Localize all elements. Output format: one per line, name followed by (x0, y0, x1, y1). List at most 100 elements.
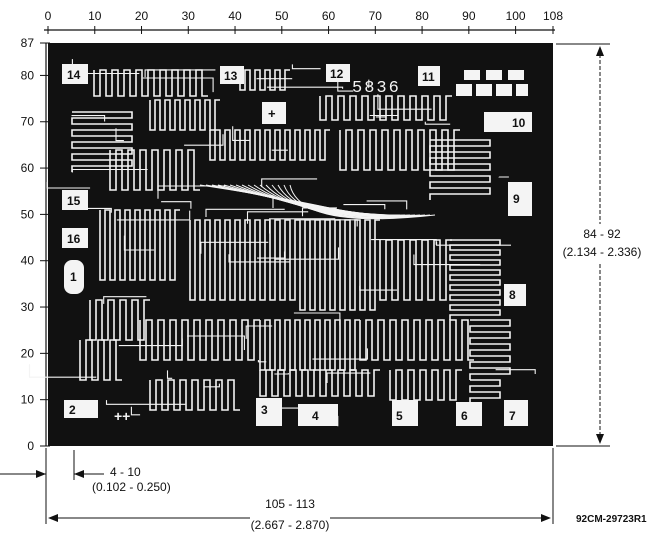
offset-label: 4 - 10 (110, 465, 141, 479)
pad-14: 14 (62, 64, 88, 84)
trace (166, 370, 173, 379)
svg-text:16: 16 (67, 232, 81, 246)
width-dimension: 105 - 113 (2.667 - 2.870) (45, 448, 554, 532)
pad-15: 15 (62, 190, 88, 210)
trace (269, 218, 336, 234)
top-tick-label: 90 (462, 9, 476, 23)
trace (296, 219, 358, 227)
trace (149, 379, 240, 411)
trace (369, 105, 399, 117)
height-dimension: 84 - 92 (2.134 - 2.336) (556, 43, 642, 447)
trace (71, 111, 133, 172)
trace (116, 210, 191, 221)
trace (265, 184, 416, 217)
top-tick-label: 100 (506, 9, 526, 23)
trace (266, 86, 344, 89)
trace (46, 181, 91, 189)
trace (259, 369, 380, 397)
trace (359, 285, 397, 291)
trace (82, 207, 112, 213)
left-tick-label: 50 (21, 207, 35, 221)
trace (495, 369, 536, 374)
trace (157, 185, 226, 199)
svg-text:8: 8 (509, 288, 516, 302)
trace (289, 184, 436, 220)
trace (130, 406, 141, 416)
pad-marks-bottom: ++ (114, 408, 130, 424)
trace (205, 208, 285, 217)
top-tick-label: 70 (369, 9, 383, 23)
trace (359, 319, 474, 361)
trace (469, 379, 501, 404)
svg-text:5: 5 (396, 409, 403, 423)
pad-11: 11 (418, 66, 440, 86)
trace (79, 339, 122, 381)
svg-text:11: 11 (422, 70, 435, 84)
trace (389, 369, 462, 401)
trace (71, 115, 106, 122)
trace (436, 241, 511, 246)
pad-5: 5 (392, 400, 418, 426)
pad-12: 12 (326, 64, 350, 82)
trace (246, 211, 309, 224)
trace (259, 184, 411, 217)
left-tick-label: 87 (21, 36, 35, 50)
trace (239, 69, 290, 91)
trace (203, 383, 220, 388)
trace (99, 209, 180, 281)
left-tick-label: 0 (27, 439, 34, 453)
trace (245, 325, 273, 339)
drawing-number: 92CM-29723R1 (576, 514, 647, 525)
trace (28, 364, 97, 378)
pad-13: 13 (220, 66, 244, 84)
trace (115, 128, 124, 142)
trace (71, 168, 148, 173)
offset-dimension: 4 - 10 (0.102 - 0.250) (0, 450, 171, 494)
svg-text:14: 14 (67, 68, 81, 82)
top-tick-label: 40 (228, 9, 242, 23)
svg-text:15: 15 (67, 194, 81, 208)
trace (123, 235, 155, 251)
left-tick-label: 20 (21, 346, 35, 360)
trace (312, 348, 368, 360)
svg-text:10: 10 (512, 116, 526, 130)
trace (89, 299, 150, 341)
top-tick-label: 108 (543, 9, 563, 23)
svg-text:1: 1 (70, 270, 77, 284)
top-tick-label: 20 (135, 9, 149, 23)
svg-text:6: 6 (461, 409, 468, 423)
trace (337, 79, 354, 92)
trace (257, 360, 267, 363)
left-tick-label: 10 (21, 393, 35, 407)
width-label: 105 - 113 (265, 497, 315, 511)
pad-4: 4 (298, 404, 338, 426)
pad-10: 10 (484, 112, 532, 132)
trace (103, 296, 147, 304)
bonding-pads: 14 13 12 11 10 9 15 16 1 8 2 3 4 5 6 7 (62, 64, 532, 426)
trace (257, 251, 286, 259)
trace (274, 247, 340, 260)
trace (283, 184, 431, 219)
left-tick-label: 70 (21, 115, 35, 129)
trace (424, 121, 451, 125)
trace (118, 338, 183, 347)
trace (429, 139, 491, 200)
top-tick-label: 50 (275, 9, 289, 23)
trace (449, 239, 501, 320)
trace (469, 319, 511, 380)
top-tick-label: 80 (415, 9, 429, 23)
pad-7: 7 (504, 400, 528, 426)
trace (343, 204, 386, 210)
trace (149, 99, 220, 131)
offset-metric: (0.102 - 0.250) (92, 480, 171, 494)
trace (271, 184, 421, 218)
svg-text:3: 3 (261, 403, 268, 417)
trace (139, 319, 260, 361)
trace (161, 201, 192, 209)
trace (228, 254, 291, 263)
trace (291, 64, 321, 70)
left-tick-label: 80 (21, 68, 35, 82)
